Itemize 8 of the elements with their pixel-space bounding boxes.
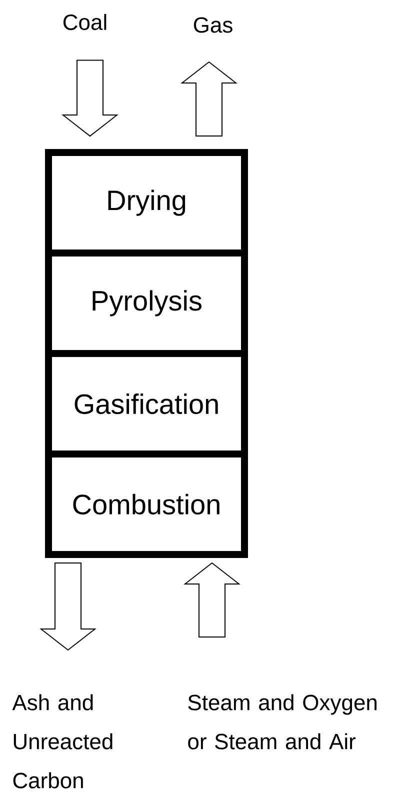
stream-label: Steam and Oxygen or Steam and Air bbox=[188, 694, 376, 750]
block-arrow bbox=[40, 562, 96, 651]
block-arrow bbox=[180, 61, 238, 137]
stream-label: Coal bbox=[64, 14, 106, 30]
block-arrow bbox=[62, 60, 118, 137]
block-arrow bbox=[184, 562, 240, 638]
stream-label: Ash and Unreacted Carbon bbox=[12, 694, 112, 788]
stream-label: Gas bbox=[194, 17, 232, 33]
